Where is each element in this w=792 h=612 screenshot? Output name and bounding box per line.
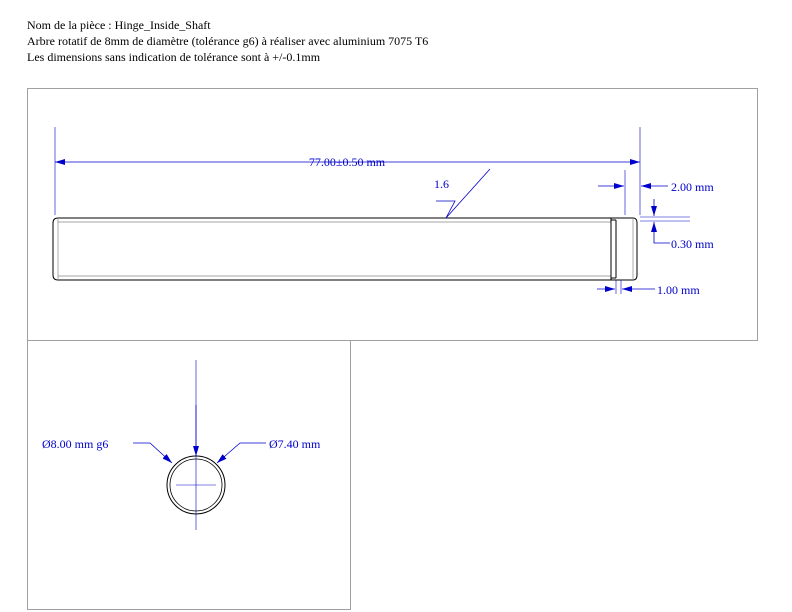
groove-offset-text: 2.00 mm <box>671 180 714 194</box>
groove-depth-text: 0.30 mm <box>671 237 714 251</box>
section-view-dimensions <box>133 405 266 464</box>
outer-diameter-text: Ø8.00 mm g6 <box>42 437 108 451</box>
roughness-symbol <box>436 168 491 219</box>
groove-diameter-text: Ø7.40 mm <box>269 437 321 451</box>
shaft-left-end <box>52 217 59 281</box>
groove-width-text: 1.00 mm <box>657 283 700 297</box>
shaft-right-end <box>632 217 638 281</box>
title-block: Nom de la pièce : Hinge_Inside_Shaft Arb… <box>27 17 428 65</box>
front-view-labels: 77.00±0.50 mm 1.6 2.00 mm 0.30 mm 1.00 m… <box>309 155 714 297</box>
outer-diameter-leader <box>133 442 173 464</box>
section-view-frame <box>27 340 351 610</box>
roughness-value: 1.6 <box>434 177 449 191</box>
part-name: Nom de la pièce : Hinge_Inside_Shaft <box>27 18 211 32</box>
length-dimension-text: 77.00±0.50 mm <box>309 155 386 169</box>
groove-depth-leader <box>651 222 670 244</box>
front-view-dimensions <box>54 127 690 294</box>
groove-diameter-leader <box>216 442 266 464</box>
groove-diameter-circle <box>169 458 223 512</box>
part-description: Arbre rotatif de 8mm de diamètre (toléra… <box>27 34 429 48</box>
shaft-outline <box>52 217 638 281</box>
section-view-labels: Ø8.00 mm g6 Ø7.40 mm <box>42 437 321 451</box>
tolerance-note: Les dimensions sans indication de toléra… <box>27 50 321 64</box>
front-view-frame <box>27 88 758 341</box>
